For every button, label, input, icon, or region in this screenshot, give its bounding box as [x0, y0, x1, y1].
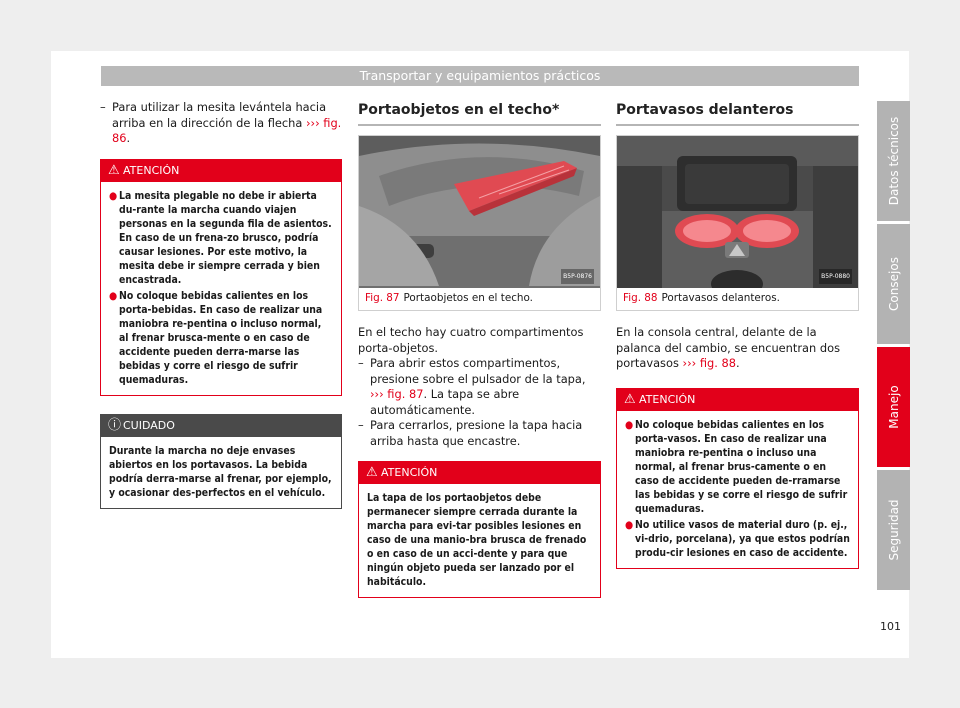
figure-code: B5P-0880 [819, 268, 852, 284]
warning-item: ●No coloque bebidas calientes en los por… [109, 289, 323, 386]
intro-arrows: ››› [305, 115, 320, 130]
info-circle-icon: ⓘ [108, 417, 122, 433]
figure-caption: Portavasos delanteros. [661, 292, 780, 304]
figure-caption: Portaobjetos en el techo. [403, 292, 533, 304]
caution-title: CUIDADO [123, 418, 175, 432]
tab-manejo[interactable]: Manejo [877, 347, 910, 467]
warning-text: La tapa de los portaobjetos debe permane… [367, 492, 587, 588]
tab-datos-tecnicos[interactable]: Datos técnicos [877, 101, 910, 221]
section-title-cupholders: Portavasos delanteros [616, 102, 794, 118]
warning-box-right: ⚠ATENCIÓN ●No coloque bebidas calientes … [616, 387, 859, 569]
cupholders-image: B5P-0880 [617, 136, 858, 288]
intro-text: Para utilizar la mesita levántela hacia … [112, 100, 327, 130]
figure-label: Fig. 88 [623, 292, 658, 304]
page-number: 101 [880, 620, 901, 633]
warning-item: ●La mesita plegable no debe ir abierta d… [109, 189, 332, 286]
tab-consejos[interactable]: Consejos [877, 224, 910, 344]
warning-triangle-icon: ⚠ [624, 391, 636, 407]
warning-triangle-icon: ⚠ [366, 465, 378, 480]
warning-item: ●No utilice vasos de material duro (p. e… [625, 518, 850, 559]
warning-box-left: ⚠ATENCIÓN ●La mesita plegable no debe ir… [100, 158, 342, 396]
cupholders-paragraph: En la consola central, delante de la pal… [616, 325, 841, 370]
column-right: Portavasos delanteros B5P-0880 Fi [616, 101, 859, 569]
figure-code: B5P-0876 [561, 268, 594, 284]
roof-step-open: – Para abrir estos compartimentos, presi… [358, 356, 586, 417]
fig-87-link[interactable]: fig. 87 [387, 387, 424, 401]
section-divider [358, 124, 601, 126]
tab-seguridad[interactable]: Seguridad [877, 470, 910, 590]
warning-title: ATENCIÓN [123, 163, 180, 177]
section-title-roof: Portaobjetos en el techo* [358, 102, 560, 118]
intro-step: – Para utilizar la mesita levántela haci… [100, 100, 342, 146]
figure-label: Fig. 87 [365, 292, 400, 304]
page-header: Transportar y equipamientos prácticos [101, 66, 859, 86]
fig-88-link[interactable]: fig. 88 [699, 356, 736, 370]
section-divider [616, 124, 859, 126]
warning-item: ●No coloque bebidas calientes en los por… [625, 418, 848, 515]
fig-86-link[interactable]: fig. 86 [112, 115, 342, 146]
intro-end: . [126, 131, 131, 145]
column-middle: Portaobjetos en el techo* B5P-0876 Fig. … [358, 101, 601, 598]
roof-storage-image: B5P-0876 [359, 136, 600, 288]
column-left: – Para utilizar la mesita levántela haci… [100, 100, 342, 509]
warning-box-middle: ⚠ATENCIÓN La tapa de los portaobjetos de… [358, 461, 601, 598]
roof-paragraph: En el techo hay cuatro compartimentos po… [358, 325, 584, 355]
caution-text: Durante la marcha no deje envases abiert… [109, 444, 332, 499]
roof-step-close: – Para cerrarlos, presione la tapa hacia… [358, 418, 583, 448]
warning-triangle-icon: ⚠ [108, 162, 120, 178]
